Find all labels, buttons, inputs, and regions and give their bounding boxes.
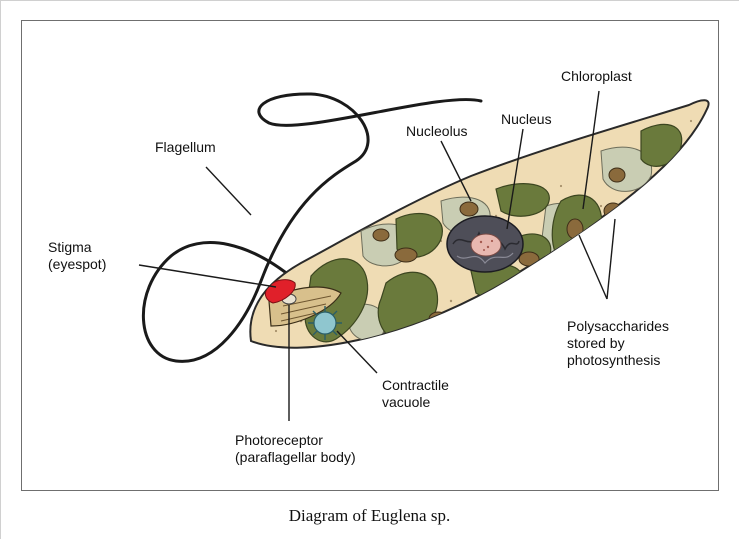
stigma-label: Stigma (eyespot)	[48, 239, 106, 273]
polysaccharide-granule	[395, 248, 417, 262]
euglena-illustration	[22, 21, 718, 490]
diagram-frame: Flagellum Stigma (eyespot) Nucleolus Nuc…	[21, 20, 719, 491]
polysaccharides-label: Polysaccharides stored by photosynthesis	[567, 318, 669, 369]
chloroplast	[378, 272, 437, 339]
contractile-vacuole	[308, 306, 342, 340]
nucleolus	[471, 234, 501, 256]
page-edge	[0, 0, 1, 539]
contractile-vacuole-label: Contractile vacuole	[382, 377, 449, 411]
photoreceptor-label: Photoreceptor (paraflagellar body)	[235, 432, 356, 466]
figure-caption: Diagram of Euglena sp.	[0, 506, 739, 526]
polysaccharide-granule	[567, 219, 583, 239]
nucleus-label: Nucleus	[501, 111, 552, 128]
stigma-leader	[139, 265, 276, 287]
chloroplast	[496, 184, 549, 217]
polysaccharide-granule	[519, 252, 539, 266]
chloroplast-label: Chloroplast	[561, 68, 632, 85]
nucleus	[447, 216, 523, 272]
flagellum-leader	[206, 167, 251, 215]
cell-interior	[265, 120, 692, 347]
polysaccharide-granule	[373, 229, 389, 241]
polysaccharides-leader-1	[579, 235, 607, 299]
nucleolus-label: Nucleolus	[406, 123, 467, 140]
flagellum-label: Flagellum	[155, 139, 216, 156]
polysaccharide-granule	[460, 202, 478, 216]
polysaccharides-leader-2	[607, 219, 615, 299]
polysaccharide-granule	[429, 312, 447, 326]
page-edge	[0, 0, 739, 1]
chloroplast	[641, 124, 682, 166]
polysaccharide-granule	[609, 168, 625, 182]
